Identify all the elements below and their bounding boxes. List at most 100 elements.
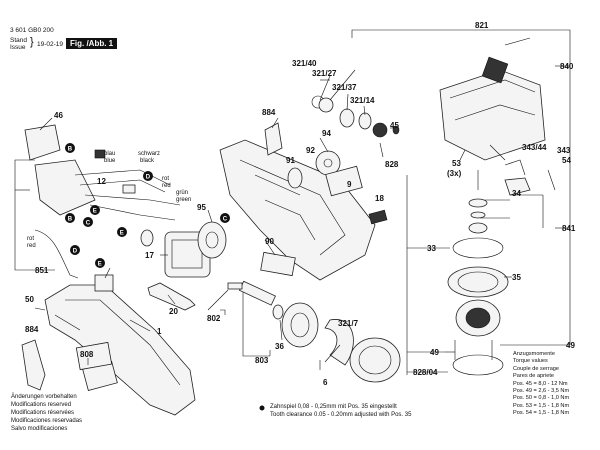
badge-7: E [117,227,127,237]
doc-number: 3 601 GB0 200 [10,27,54,34]
wire-label-rot-2: rot [27,236,34,242]
label-321-37: 321/37 [332,83,357,92]
label-91: 91 [286,156,295,165]
label-18: 18 [375,194,384,203]
svg-text:B: B [68,216,73,222]
label-802: 802 [207,314,221,323]
wire-label-green: green [176,197,191,203]
wire-label-gruen: grün [176,190,188,196]
label-12: 12 [97,177,106,186]
footnote-bullet [259,405,265,411]
svg-text:C: C [86,220,91,226]
label-49-right: 49 [566,341,575,350]
svg-text:C: C [223,216,228,222]
label-9: 9 [347,180,352,189]
badge-4: C [83,217,93,227]
fan-ring [140,229,154,247]
assembly-brackets [14,29,571,375]
torque-title-de: Anzugsmomente [513,351,555,357]
wire-label-red: red [162,183,171,189]
label-1: 1 [157,327,162,336]
svg-text:E: E [120,230,124,236]
label-808: 808 [80,350,94,359]
wire-labels: blau blue schwarz black rot red grün gre… [27,151,191,249]
footnote-en: Tooth clearance 0.05 - 0.20mm adjusted w… [270,412,412,418]
label-6: 6 [323,378,328,387]
label-53-3x: (3x) [447,169,462,178]
top-grip-insert [264,122,283,156]
connector-block [94,274,114,292]
svg-text:D: D [73,248,78,254]
wire-label-blau: blau [104,151,115,157]
label-841: 841 [562,224,576,233]
torque-row: Pos. 45 = 8,0 - 12 Nm [513,380,568,387]
svg-text:E: E [98,261,102,267]
stand-label: Stand [10,37,27,44]
torque-title-fr: Couple de serrage [513,365,560,372]
label-321-7: 321/7 [338,319,359,328]
screws-343-54 [504,159,556,196]
motor-housing [44,284,196,416]
leader-lines [34,75,512,370]
disclaimer-es-2: Salvo modificaciones [11,426,68,432]
electronics-module [24,124,181,221]
badge-3: E [90,205,100,215]
label-343: 343 [557,146,571,155]
badge-2: D [143,171,153,181]
svg-text:B: B [68,146,73,152]
label-50: 50 [25,295,34,304]
issue-date: 19-02-19 [37,41,64,48]
label-821: 821 [475,21,489,30]
nameplate [75,341,113,371]
footnote-de: Zahnspiel 0,08 - 0,25mm mit Pos. 35 eing… [270,404,397,410]
brace: } [30,36,34,48]
label-45: 45 [390,121,399,130]
wire-label-blue: blue [104,158,116,164]
torque-table: Anzugsmomente Torque values Couple de se… [513,351,569,418]
torque-row: Pos. 54 = 1,5 - 1,8 Nm [513,410,570,417]
switch-link [147,282,196,311]
label-34: 34 [512,189,521,198]
disclaimer-en: Modifications reserved [11,402,72,408]
label-95: 95 [197,203,206,212]
disclaimer-de: Änderungen vorbehalten [11,394,77,400]
label-321-27: 321/27 [312,69,337,78]
disclaimer-es: Modificaciones reservadas [11,418,83,424]
filter-pad [260,251,296,277]
label-840: 840 [560,62,574,71]
battery-pack [439,37,546,161]
bevel-gear [281,302,319,348]
label-343-44: 343/44 [522,143,547,152]
button-18 [368,209,388,225]
issue-label: Issue [10,44,26,51]
svg-text:D: D [146,174,151,180]
reference-badges: B D E C B C E D E C [0,0,230,268]
label-33: 33 [427,244,436,253]
label-46: 46 [54,111,63,120]
label-884-left: 884 [25,325,39,334]
motor-stator [164,221,227,278]
label-828-04: 828/04 [413,368,438,377]
shim-ring [272,304,284,320]
label-803: 803 [255,356,269,365]
label-321-40: 321/40 [292,59,317,68]
badge-10: C [0,0,5,2]
badge-8: D [70,245,80,255]
wire-label-rot: rot [162,176,169,182]
torque-row: Pos. 49 = 2,6 - 3,5 Nm [513,388,570,395]
spindle-stack [447,170,509,376]
torque-title-en: Torque values [513,358,548,365]
label-321-14: 321/14 [350,96,375,105]
label-828: 828 [385,160,399,169]
gear-housing [219,139,376,281]
label-17: 17 [145,251,154,260]
spindle-shaft [227,280,276,306]
wire-label-red-2: red [27,243,36,249]
label-36: 36 [275,342,284,351]
label-35: 35 [512,273,521,282]
guard-ring [349,337,401,383]
label-884-top: 884 [262,108,276,117]
label-49-left: 49 [430,348,439,357]
label-plate [325,165,363,197]
